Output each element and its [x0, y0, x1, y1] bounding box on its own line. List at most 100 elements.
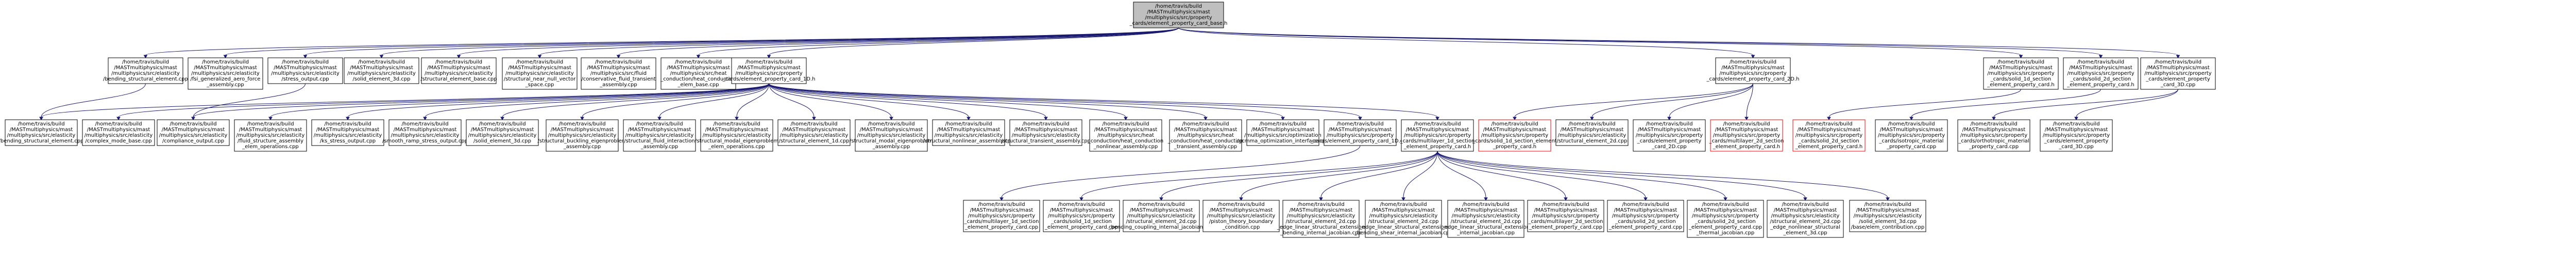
edge-line — [270, 83, 769, 118]
node-label-line: _cards/multilayer_2d_section — [1528, 219, 1603, 225]
edge-line — [769, 83, 1438, 118]
graph-node[interactable]: /home/travis/build/MASTmultiphysics/mast… — [267, 57, 343, 84]
node-label-line: /home/travis/build — [2155, 59, 2201, 65]
dependency-edge — [191, 83, 306, 120]
node-label-line: /multiphysics/src/elasticity — [191, 71, 260, 76]
node-label-line: /home/travis/build — [1022, 121, 1069, 127]
edge-line — [41, 83, 769, 118]
node-label-line: /MASTmultiphysics/mast — [394, 127, 457, 133]
node-label-line: /multiphysics/src/elasticity — [1207, 213, 1276, 219]
graph-node[interactable]: /home/travis/build/MASTmultiphysics/mast… — [695, 119, 778, 152]
node-label-line: _elem_base.cpp — [677, 82, 719, 88]
node-label-line: /multiphysics/src/elasticity — [625, 133, 694, 138]
edge-arrowhead — [268, 117, 273, 120]
graph-node[interactable]: /home/travis/build/MASTmultiphysics/mast… — [1607, 200, 1684, 232]
graph-node[interactable]: /home/travis/build/MASTmultiphysics/mast… — [1129, 2, 1228, 28]
node-label-line: /home/travis/build — [1730, 59, 1776, 65]
graph-node[interactable]: /home/travis/build/MASTmultiphysics/mast… — [1709, 119, 1784, 152]
edge-arrowhead — [456, 55, 461, 58]
graph-node[interactable]: /home/travis/build/MASTmultiphysics/mast… — [502, 57, 578, 90]
graph-node[interactable]: /home/travis/build/MASTmultiphysics/mast… — [1687, 200, 1764, 238]
node-box — [1792, 119, 1866, 152]
node-label-line: /multiphysics/src/elasticity — [703, 133, 771, 138]
dependency-edge — [769, 83, 1439, 120]
node-label-line: /MASTmultiphysics/mast — [783, 127, 846, 133]
node-label-line: /bending_structural_element.cpp — [103, 76, 188, 82]
graph-node[interactable]: /home/travis/build/MASTmultiphysics/mast… — [1442, 200, 1530, 238]
graph-node[interactable]: /home/travis/build/MASTmultiphysics/mast… — [850, 119, 933, 152]
graph-node[interactable]: /home/travis/build/MASTmultiphysics/mast… — [1875, 119, 1948, 152]
graph-node[interactable]: /home/travis/build/MASTmultiphysics/mast… — [623, 119, 696, 152]
graph-node[interactable]: /home/travis/build/MASTmultiphysics/mast… — [1108, 200, 1214, 232]
edge-arrowhead — [537, 55, 542, 58]
edge-arrowhead — [116, 117, 121, 120]
graph-node[interactable]: /home/travis/build/MASTmultiphysics/mast… — [2040, 119, 2113, 152]
graph-node[interactable]: /home/travis/build/MASTmultiphysics/mast… — [1001, 119, 1091, 146]
dependency-edge — [1437, 151, 1727, 201]
graph-node[interactable]: /home/travis/build/MASTmultiphysics/mast… — [1983, 57, 2059, 90]
graph-node[interactable]: /home/travis/build/MASTmultiphysics/mast… — [660, 57, 736, 90]
graph-node[interactable]: /home/travis/build/MASTmultiphysics/mast… — [1236, 119, 1329, 146]
node-label-line: /MASTmultiphysics/mast — [1454, 207, 1518, 213]
dependency-edge — [1178, 27, 2103, 58]
graph-node[interactable]: /home/travis/build/MASTmultiphysics/mast… — [1400, 119, 1475, 152]
graph-node[interactable]: /home/travis/build/MASTmultiphysics/mast… — [382, 119, 468, 146]
node-label-line: /MASTmultiphysics/mast — [1715, 127, 1778, 133]
dependency-edge — [1401, 151, 1438, 201]
edge-line — [736, 83, 769, 118]
node-label-line: /multiphysics/src/property — [2067, 71, 2134, 76]
graph-node[interactable]: /home/travis/build/MASTmultiphysics/mast… — [1354, 200, 1452, 238]
graph-node[interactable]: /home/travis/build/MASTmultiphysics/mast… — [777, 119, 851, 146]
graph-node[interactable]: /home/travis/build/MASTmultiphysics/mast… — [581, 57, 656, 90]
graph-node[interactable]: /home/travis/build/MASTmultiphysics/mast… — [1633, 119, 1706, 152]
graph-node[interactable]: /home/travis/build/MASTmultiphysics/mast… — [1792, 119, 1866, 152]
graph-node[interactable]: /home/travis/build/MASTmultiphysics/mast… — [1706, 57, 1800, 84]
graph-node[interactable]: /home/travis/build/MASTmultiphysics/mast… — [1472, 119, 1557, 152]
graph-node[interactable]: /home/travis/build/MASTmultiphysics/mast… — [1202, 200, 1280, 232]
node-label-line: _element_property_card.cpp — [1608, 225, 1682, 230]
graph-node[interactable]: /home/travis/build/MASTmultiphysics/mast… — [1167, 119, 1244, 152]
node-label-line: /structural_transient_assembly.cpp — [1001, 138, 1091, 144]
node-label-line: /home/travis/build — [1491, 121, 1538, 127]
graph-node[interactable]: /home/travis/build/MASTmultiphysics/mast… — [1310, 119, 1410, 146]
graph-node[interactable]: /home/travis/build/MASTmultiphysics/mast… — [234, 119, 307, 152]
dependency-edge — [769, 83, 1208, 120]
node-label-line: /bending_structural_element.cpp — [0, 138, 83, 144]
node-label-line: /MASTmultiphysics/mast — [1174, 127, 1238, 133]
graph-node[interactable]: /home/travis/build/MASTmultiphysics/mast… — [1957, 119, 2030, 152]
graph-node[interactable]: /home/travis/build/MASTmultiphysics/mast… — [2063, 57, 2139, 90]
node-label-line: /MASTmultiphysics/mast — [551, 127, 614, 133]
graph-node[interactable]: /home/travis/build/MASTmultiphysics/mast… — [537, 119, 627, 152]
graph-node[interactable]: /home/travis/build/MASTmultiphysics/mast… — [157, 119, 230, 146]
graph-node[interactable]: /home/travis/build/MASTmultiphysics/mast… — [1043, 200, 1120, 232]
edge-line — [1241, 151, 1438, 198]
graph-node[interactable]: /home/travis/build/MASTmultiphysics/mast… — [722, 57, 816, 84]
graph-node[interactable]: /home/travis/build/MASTmultiphysics/mast… — [2140, 57, 2216, 90]
graph-node[interactable]: /home/travis/build/MASTmultiphysics/mast… — [311, 119, 384, 146]
graph-node[interactable]: /home/travis/build/MASTmultiphysics/mast… — [1277, 200, 1365, 238]
graph-node[interactable]: /home/travis/build/MASTmultiphysics/mast… — [188, 57, 263, 90]
graph-node[interactable]: /home/travis/build/MASTmultiphysics/mast… — [1555, 119, 1629, 146]
dependency-edge — [580, 83, 769, 120]
dependency-edge — [769, 83, 971, 120]
node-label-line: _cards/element_property — [2044, 138, 2109, 144]
edge-arrowhead — [39, 117, 43, 120]
graph-node[interactable]: /home/travis/build/MASTmultiphysics/mast… — [1088, 119, 1164, 152]
node-label-line: /home/travis/build — [1646, 121, 1692, 127]
graph-node[interactable]: /home/travis/build/MASTmultiphysics/mast… — [0, 119, 83, 146]
graph-node[interactable]: /home/travis/build/MASTmultiphysics/mast… — [963, 200, 1040, 232]
graph-node[interactable]: /home/travis/build/MASTmultiphysics/mast… — [923, 119, 1014, 146]
graph-node[interactable]: /home/travis/build/MASTmultiphysics/mast… — [1767, 200, 1844, 238]
edge-line — [1437, 151, 1806, 198]
node-label-line: _cards/element_property_card_1D.cpp — [1310, 138, 1410, 144]
graph-node[interactable]: /home/travis/build/MASTmultiphysics/mast… — [420, 57, 497, 84]
node-label-line: /multiphysics/src/elasticity — [1012, 133, 1080, 138]
graph-node[interactable]: /home/travis/build/MASTmultiphysics/mast… — [1527, 200, 1604, 232]
edge-arrowhead — [616, 55, 621, 58]
graph-node[interactable]: /home/travis/build/MASTmultiphysics/mast… — [344, 57, 419, 84]
graph-node[interactable]: /home/travis/build/MASTmultiphysics/mast… — [103, 57, 188, 84]
graph-node[interactable]: /home/travis/build/MASTmultiphysics/mast… — [1849, 200, 1926, 232]
graph-node[interactable]: /home/travis/build/MASTmultiphysics/mast… — [82, 119, 155, 146]
graph-node[interactable]: /home/travis/build/MASTmultiphysics/mast… — [466, 119, 539, 146]
